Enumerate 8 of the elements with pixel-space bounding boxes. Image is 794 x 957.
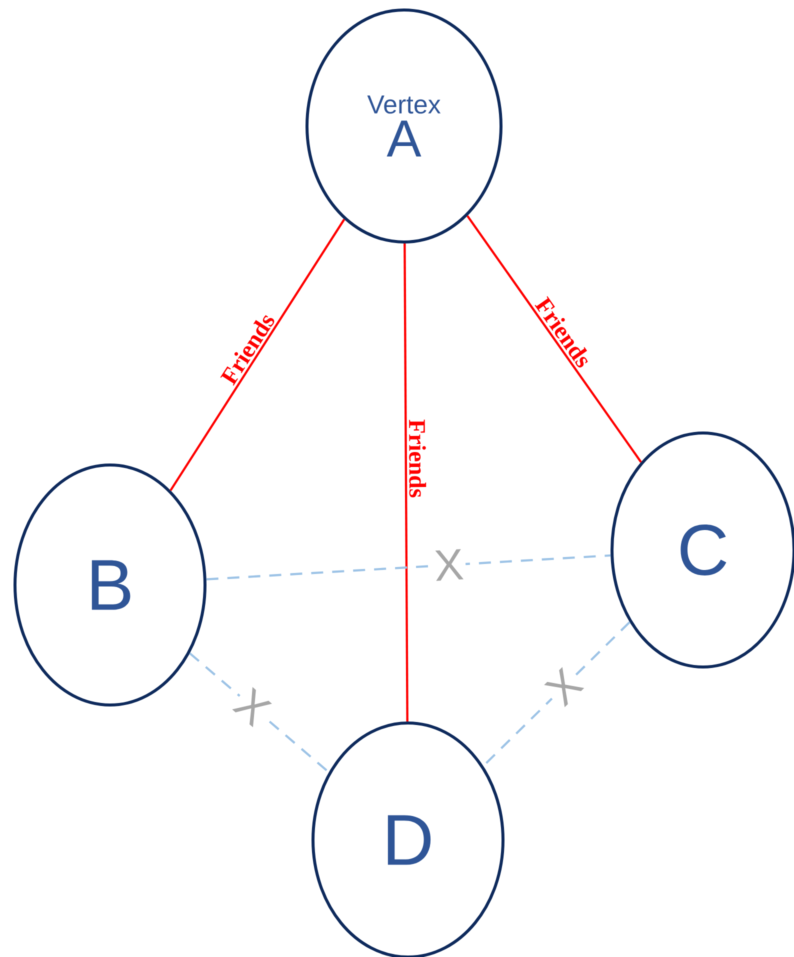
edge-label: X <box>232 687 272 728</box>
edge-label: Friends <box>409 420 426 498</box>
edge-line <box>170 218 346 492</box>
edge-line <box>466 215 642 463</box>
edge-label: X <box>435 549 464 581</box>
edge-line <box>404 243 408 722</box>
edge-label: X <box>544 667 584 708</box>
edge-line <box>206 554 611 580</box>
